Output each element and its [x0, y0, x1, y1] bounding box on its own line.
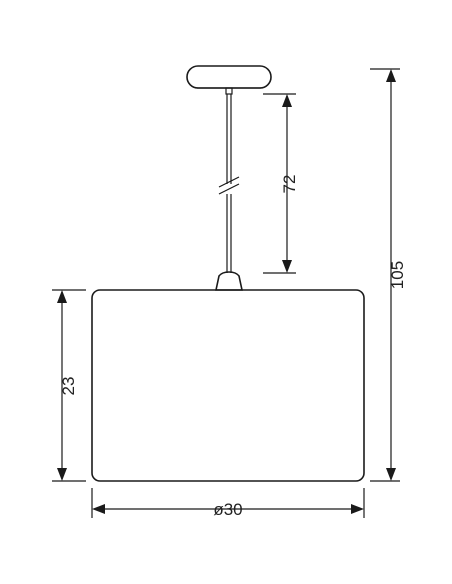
arrow-right-30: [351, 504, 364, 514]
shade-diameter-label: ø30: [213, 500, 242, 519]
lamp-holder: [215, 271, 243, 291]
arrow-down-72: [282, 260, 292, 273]
arrow-down-105: [386, 468, 396, 481]
ceiling-canopy: [186, 65, 272, 89]
arrow-up-72: [282, 94, 292, 107]
shade-height-label: 23: [59, 377, 78, 396]
arrow-left-30: [92, 504, 105, 514]
cable-break-mark-top: [218, 176, 240, 188]
cable-clamp: [225, 87, 233, 95]
arrow-down-23: [57, 468, 67, 481]
lamp-shade: [91, 289, 365, 482]
total-height-label: 105: [388, 261, 407, 289]
cable-break-mark-bottom: [218, 183, 240, 195]
arrow-up-23: [57, 290, 67, 303]
arrow-up-105: [386, 69, 396, 82]
cable-length-label: 72: [280, 175, 299, 194]
